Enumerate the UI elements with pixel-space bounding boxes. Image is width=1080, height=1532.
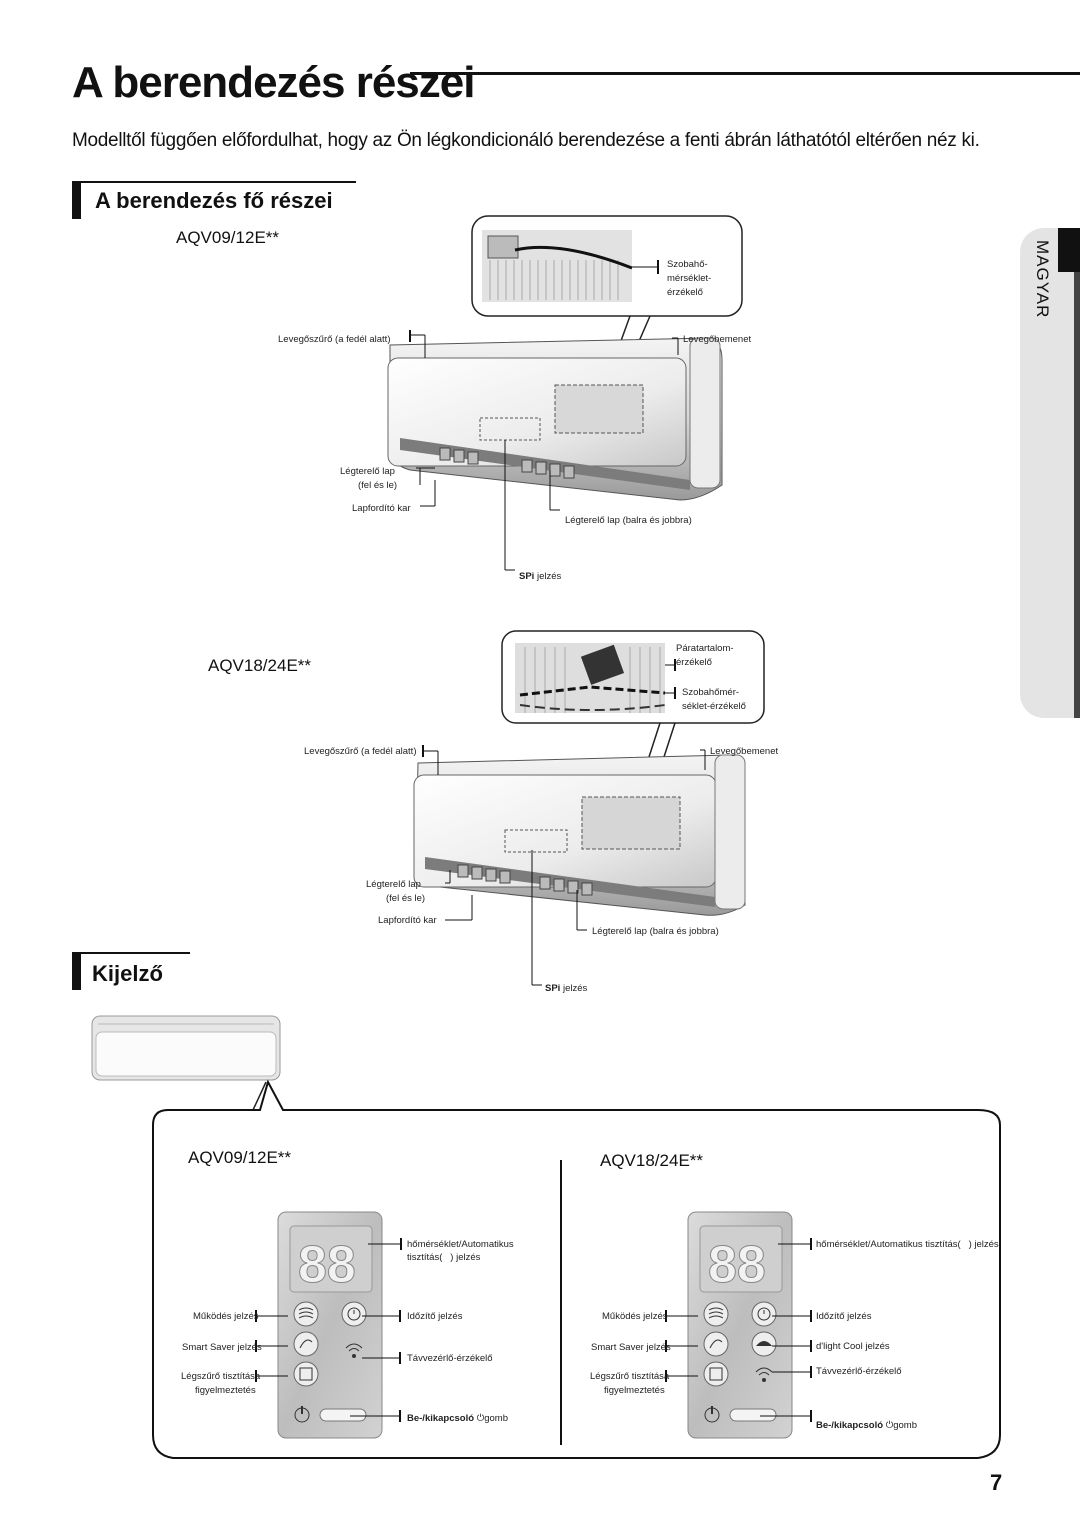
label-vane-leftright-2: Légterelő lap (balra és jobbra) — [592, 926, 719, 937]
page-title: A berendezés részei — [72, 58, 475, 107]
label-vane-updown-1b: (fel és le) — [358, 480, 398, 491]
model-label-unit1: AQV09/12E** — [176, 228, 280, 247]
language-tab-strip — [1074, 272, 1080, 718]
label-timer-right: Időzítő jelzés — [816, 1311, 872, 1322]
section-bar — [72, 181, 81, 219]
display-panel-left: 88 — [277, 1211, 383, 1439]
temp-right-b: ) jelzés — [968, 1239, 999, 1250]
temp-left-2b: ) jelzés — [450, 1252, 481, 1263]
label-filter-left-2: figyelmeztetés — [195, 1385, 256, 1396]
power-left-rest: gomb — [484, 1413, 508, 1424]
label-spi-1: SPi jelzés — [519, 571, 561, 583]
operation-icon — [293, 1301, 319, 1327]
label-air-filter-1: Levegőszűrő (a fedél alatt) — [278, 334, 391, 345]
spi-rest-1: jelzés — [534, 571, 562, 582]
label-dlight-right: d'light Cool jelzés — [816, 1341, 890, 1352]
power-button-r — [729, 1408, 777, 1422]
spi-bold-1: SPi — [519, 571, 535, 582]
remote-sensor-icon-r — [755, 1367, 773, 1376]
sensor-zoom-detail-2 — [515, 643, 666, 713]
label-filter-left-1: Légszűrő tisztítása — [181, 1371, 261, 1382]
power-icon-inline-right: ⏻ — [885, 1420, 894, 1431]
label-vane-lever-2: Lapfordító kar — [378, 915, 437, 926]
label-air-inlet-1: Levegőbemenet — [683, 334, 752, 345]
unit1-diagram — [387, 215, 743, 571]
label-temp-right: hőmérséklet/Automatikus tisztítás( ) jel… — [816, 1239, 999, 1251]
label-humidity-sensor-2: Páratartalom- érzékelő — [676, 643, 734, 668]
seven-seg-right: 88 — [708, 1236, 766, 1294]
model-label-unit2: AQV18/24E** — [208, 656, 312, 675]
label-air-filter-2: Levegőszűrő (a fedél alatt) — [304, 746, 417, 757]
label-vane-leftright-1: Légterelő lap (balra és jobbra) — [565, 515, 692, 526]
section-rule-display — [72, 952, 190, 954]
power-left-bold: Be-/kikapcsoló — [407, 1413, 475, 1424]
section-title-display: Kijelző — [92, 961, 163, 986]
label-power-right: Be-/kikapcsoló ⏻gomb — [816, 1420, 917, 1432]
unit2-diagram — [413, 630, 765, 986]
label-operation-left: Működés jelzés — [193, 1311, 259, 1322]
section-rule — [72, 181, 356, 183]
display-panel-right: 88 — [687, 1211, 793, 1439]
label-vane-lever-1: Lapfordító kar — [352, 503, 411, 514]
label-smart-saver-left: Smart Saver jelzés — [182, 1342, 262, 1353]
language-tab-label: MAGYAR — [1033, 240, 1052, 319]
power-icon-inline-left: ⏻ — [476, 1413, 485, 1424]
section-title-main-parts: A berendezés fő részei — [95, 188, 333, 213]
spi-bold-2: SPi — [545, 983, 561, 994]
power-button — [319, 1408, 367, 1422]
label-timer-left: Időzítő jelzés — [407, 1311, 463, 1322]
label-power-left: Be-/kikapcsoló ⏻gomb — [407, 1413, 508, 1425]
page-number: 7 — [990, 1470, 1003, 1495]
auto-clean-icon-right — [961, 1239, 969, 1250]
model-label-display-left: AQV09/12E** — [188, 1148, 292, 1167]
spi-rest-2: jelzés — [560, 983, 588, 994]
label-room-temp-sensor-1: Szobahő- mérséklet- érzékelő — [667, 259, 712, 298]
label-operation-right: Működés jelzés — [602, 1311, 668, 1322]
label-vane-updown-2b: (fel és le) — [386, 893, 426, 904]
label-vane-updown-1: Légterelő lap — [340, 466, 395, 477]
smart-saver-icon-r — [703, 1331, 729, 1357]
temp-left-2a: tisztítás( — [407, 1252, 443, 1263]
label-filter-right-1: Légszűrő tisztítása — [590, 1371, 670, 1382]
temp-right-a: hőmérséklet/Automatikus tisztítás( — [816, 1239, 961, 1250]
label-room-temp-sensor-2: Szobahőmér- séklet-érzékelő — [682, 687, 746, 712]
section-bar-display — [72, 952, 81, 990]
power-right-bold: Be-/kikapcsoló — [816, 1420, 884, 1431]
label-filter-right-2: figyelmeztetés — [604, 1385, 665, 1396]
language-tab-marker — [1058, 228, 1080, 272]
label-remote-right: Távvezérlő-érzékelő — [816, 1366, 902, 1377]
power-right-rest: gomb — [893, 1420, 917, 1431]
label-remote-left: Távvezérlő-érzékelő — [407, 1353, 493, 1364]
language-tab — [1020, 228, 1080, 718]
label-temp-left-1: hőmérséklet/Automatikus — [407, 1239, 514, 1250]
smart-saver-icon — [293, 1331, 319, 1357]
label-temp-left-2: tisztítás( ) jelzés — [407, 1252, 480, 1264]
seven-seg-left: 88 — [298, 1236, 356, 1294]
label-smart-saver-right: Smart Saver jelzés — [591, 1342, 671, 1353]
model-label-display-right: AQV18/24E** — [600, 1151, 704, 1170]
operation-icon-r — [703, 1301, 729, 1327]
display-leaders — [255, 1238, 812, 1422]
title-rule — [410, 72, 1080, 75]
intro-paragraph: Modelltől függően előfordulhat, hogy az … — [72, 130, 980, 151]
label-air-inlet-2: Levegőbemenet — [710, 746, 779, 757]
remote-sensor-icon — [345, 1343, 363, 1352]
label-vane-updown-2: Légterelő lap — [366, 879, 421, 890]
sensor-zoom-detail — [482, 230, 633, 302]
label-spi-2: SPi jelzés — [545, 983, 587, 995]
